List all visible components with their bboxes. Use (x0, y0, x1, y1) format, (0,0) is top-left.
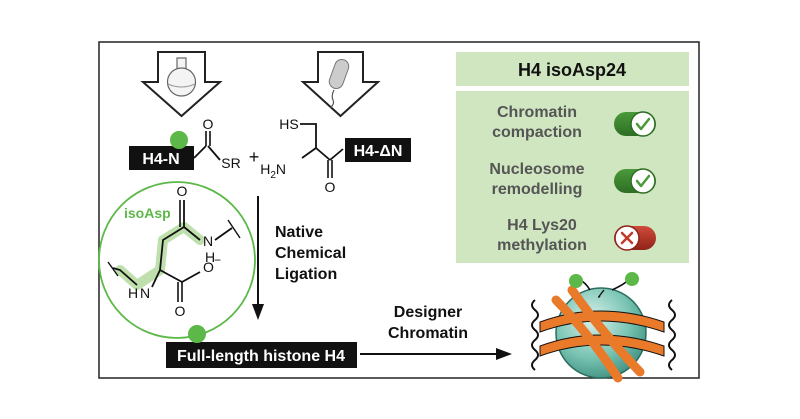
thioester-carbonyl-o: O (203, 116, 214, 132)
panel-title-box (456, 52, 689, 86)
reaction-line3: Ligation (275, 266, 337, 283)
designer-line2: Chromatin (388, 325, 468, 342)
check-1-line1: Chromatin (497, 104, 577, 121)
isoasp-o-minus-atom: O (203, 259, 214, 275)
cys-carbonyl-o: O (325, 179, 336, 195)
isoasp-charge: − (214, 253, 221, 267)
isoasp-o-top: O (177, 183, 188, 199)
down-arrow-bacterium-icon (300, 51, 381, 118)
product-label-box (166, 342, 357, 368)
check-3-line1: H4 Lys20 (507, 217, 577, 234)
thioester-sr: SR (221, 155, 240, 171)
h4n-label-box (129, 146, 194, 170)
bacterium-icon (328, 58, 350, 109)
check-1-line2: compaction (492, 124, 582, 141)
summary-panel: H4 isoAsp24 Chromatin compaction Nucleos… (456, 52, 689, 263)
nucleosome-icon (531, 272, 676, 383)
h4dn-label-box (345, 138, 411, 162)
check-2-line2: remodelling (492, 181, 583, 198)
isoasp-circle (98, 181, 256, 339)
reaction-line2: Chemical (275, 245, 346, 262)
isoasp-o-bottom: O (175, 303, 186, 319)
ligation-arrow (252, 196, 264, 320)
cys-sh: HS (279, 116, 298, 132)
product-label: Full-length histone H4 (177, 348, 345, 365)
isoasp-h-bottom: H (128, 285, 138, 301)
isoasp-h-top: H (205, 249, 215, 265)
isoasp-n-bottom: N (140, 285, 150, 301)
cys-amine: H2N (260, 161, 286, 181)
down-arrow-flask-icon (140, 51, 223, 118)
check-3-line2: methylation (497, 237, 587, 254)
isoasp-label: isoAsp (124, 205, 171, 221)
reaction-line1: Native (275, 224, 323, 241)
plus-sign: + (249, 147, 260, 167)
toggle-on-check-icon (614, 111, 656, 137)
thioester-fragment: H4-N O SR (129, 116, 241, 171)
panel-title: H4 isoAsp24 (518, 60, 626, 80)
toggle-on-check-icon (614, 168, 656, 194)
toggle-off-cross-icon (614, 225, 656, 251)
h4n-label: H4-N (142, 151, 179, 168)
isoasp-n-top: N (203, 233, 213, 249)
isoasp-structure: isoAsp N H O N H O − O (98, 181, 256, 339)
isoasp-marker-dot (170, 131, 188, 149)
flask-icon (166, 57, 197, 97)
designer-arrow (360, 348, 512, 360)
cysteine-fragment: HS H2N O H4-ΔN (260, 116, 411, 195)
designer-line1: Designer (394, 304, 462, 321)
h4dn-label: H4-ΔN (354, 143, 403, 160)
check-2-line1: Nucleosome (489, 161, 584, 178)
product-isoasp-dot (188, 325, 206, 343)
